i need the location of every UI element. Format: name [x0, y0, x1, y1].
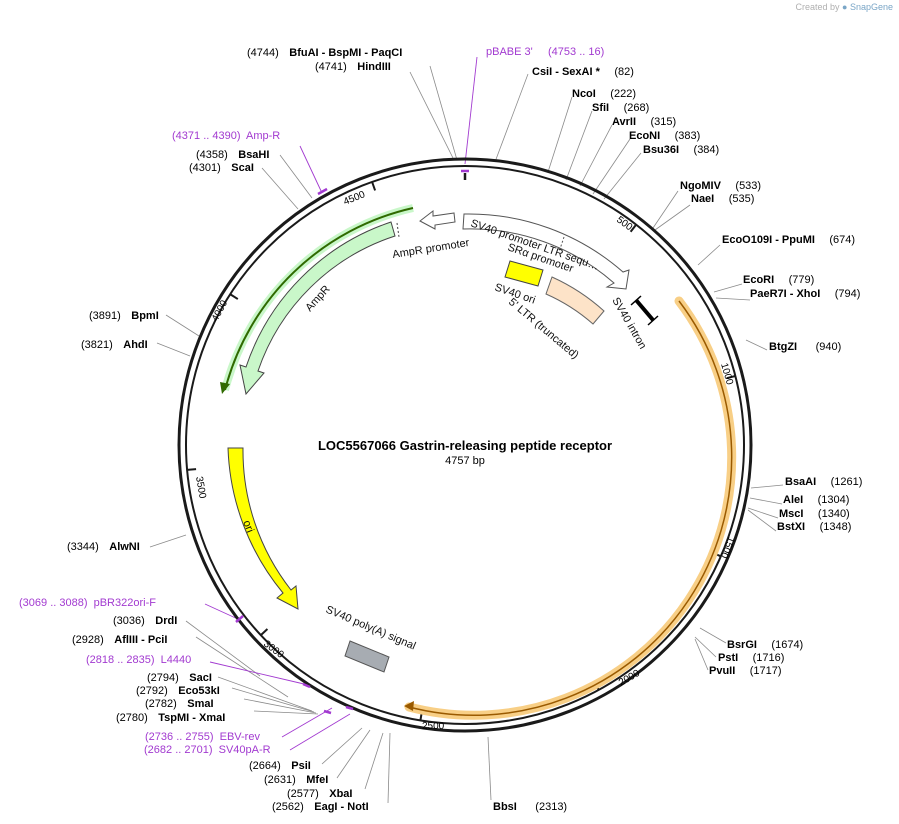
- tick-mark: [629, 224, 637, 233]
- site-label: EcoO109I - PpuMI (674): [722, 230, 855, 247]
- backbone-inner: [185, 165, 745, 725]
- site-label: (4744) BfuAI - BspMI - PaqCI: [247, 43, 402, 60]
- ampr-promoter-feature: [419, 209, 456, 230]
- site-label: (2664) PsiI: [249, 756, 311, 773]
- site-label: (3821) AhdI: [81, 335, 148, 352]
- site-label: BtgZI (940): [769, 337, 841, 354]
- site-label: (2780) TspMI - XmaI: [116, 708, 225, 725]
- site-label: BstXI (1348): [777, 517, 851, 534]
- site-label: (3891) BpmI: [89, 306, 159, 323]
- ampr-feature: [239, 221, 396, 396]
- ori-feature: [227, 447, 299, 610]
- credit-brand: SnapGene: [849, 2, 893, 12]
- polya-feature: [344, 640, 390, 673]
- tick-mark: [187, 468, 197, 471]
- site-label: BsrGI (1674): [727, 635, 803, 652]
- map-length: 4757 bp: [445, 455, 485, 467]
- site-label: (2782) SmaI: [145, 694, 214, 711]
- site-label: (2794) SacI: [147, 668, 212, 685]
- ampr-arc-arrowhead: [220, 382, 230, 394]
- tick-mark: [726, 375, 736, 380]
- tick-mark: [260, 628, 269, 636]
- snapgene-logo-icon: ●: [842, 2, 848, 12]
- site-label: NcoI (222): [572, 84, 636, 101]
- site-label: (2631) MfeI: [264, 770, 328, 787]
- site-label: NaeI (535): [691, 189, 754, 206]
- site-label: (2792) Eco53kI: [136, 681, 220, 698]
- site-label: (4301) ScaI: [189, 158, 254, 175]
- polya-label: SV40 poly(A) signal: [324, 604, 418, 653]
- site-label: AvrII (315): [612, 112, 676, 129]
- primer-label: (2736 .. 2755) EBV-rev: [145, 731, 260, 743]
- site-label: PaeR7I - XhoI (794): [750, 284, 860, 301]
- ampr-divider: [396, 222, 400, 238]
- ampr-promoter-label: AmpR promoter: [392, 237, 471, 261]
- sv40-intron-label: SV40 intron: [609, 296, 648, 352]
- sv40-ori-feature: [504, 260, 544, 287]
- tick-label: 2500: [422, 721, 445, 732]
- tick-mark: [371, 181, 377, 191]
- sv40-promoter-divider: [558, 236, 565, 253]
- sv40-intron-feature: [634, 298, 655, 322]
- credit-prefix: Created by: [795, 2, 840, 12]
- credit: Created by ● SnapGene: [795, 2, 893, 12]
- site-connectors: [149, 65, 784, 804]
- ori-label: ori: [240, 519, 256, 535]
- tick-label: 4000: [210, 298, 230, 323]
- ltr-feature: [545, 276, 605, 325]
- site-label: (3036) DrdI: [113, 611, 177, 628]
- site-label: PvuII (1717): [709, 661, 782, 678]
- insert-arc-glow: [404, 296, 737, 720]
- site-label: (2562) EagI - NotI: [272, 797, 369, 814]
- primer-label: (2818 .. 2835) L4440: [86, 654, 191, 666]
- map-title: LOC5567066 Gastrin-releasing peptide rec…: [318, 438, 612, 453]
- primer-connectors: [204, 56, 478, 751]
- site-label: SfiI (268): [592, 98, 649, 115]
- insert-arc: [408, 300, 733, 716]
- site-label: AleI (1304): [783, 490, 849, 507]
- site-label: PstI (1716): [718, 648, 784, 665]
- site-label: (2577) XbaI: [287, 784, 352, 801]
- site-label: Bsu36I (384): [643, 140, 719, 157]
- primer-labels: pBABE 3' (4753 .. 16) (4371 .. 4390) Amp…: [19, 46, 604, 756]
- site-label: BbsI (2313): [493, 797, 567, 814]
- ampr-arc: [224, 207, 414, 391]
- site-label: MscI (1340): [779, 504, 850, 521]
- site-label: (4741) HindIII: [315, 57, 391, 74]
- tick-label: 3500: [193, 476, 208, 500]
- site-label: BsaAI (1261): [785, 472, 862, 489]
- backbone-outer: [177, 157, 753, 733]
- site-label: EcoNI (383): [629, 126, 700, 143]
- site-label: CsiI - SexAI * (82): [532, 62, 634, 79]
- primer-label: (3069 .. 3088) pBR322ori-F: [19, 597, 156, 609]
- tick-mark: [229, 293, 239, 300]
- site-label: (3344) AlwNI: [67, 537, 140, 554]
- primer-label: (2682 .. 2701) SV40pA-R: [144, 744, 271, 756]
- site-label: (2928) AflIII - PciI: [72, 630, 167, 647]
- primer-marks: [235, 169, 469, 715]
- site-labels: (4744) BfuAI - BspMI - PaqCI (4741) Hind…: [67, 43, 862, 814]
- primer-label: pBABE 3' (4753 .. 16): [486, 46, 604, 58]
- site-label: EcoRI (779): [743, 270, 814, 287]
- sv40-promoter-feature: [462, 213, 630, 290]
- sv40-intron-cap-a: [630, 295, 642, 306]
- primer-label: (4371 .. 4390) Amp-R: [172, 130, 280, 142]
- insert-arrowhead: [404, 701, 414, 711]
- site-label: (4358) BsaHI: [196, 145, 269, 162]
- sv40-intron-cap-b: [647, 315, 659, 326]
- site-label: NgoMIV (533): [680, 176, 761, 193]
